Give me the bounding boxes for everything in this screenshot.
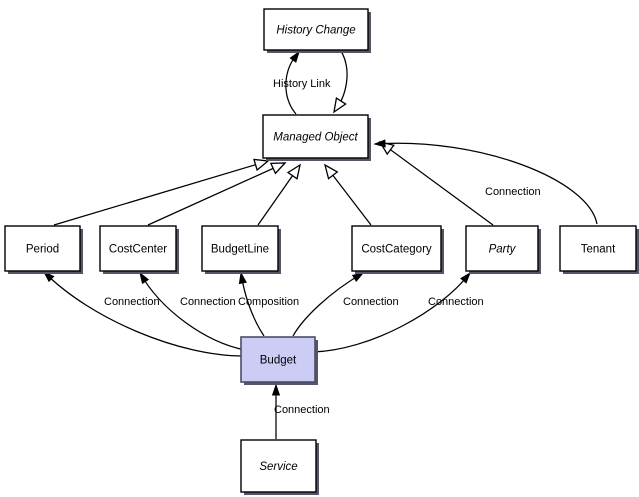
- edges-layer: [42, 50, 598, 439]
- edge-label: Composition: [238, 296, 299, 308]
- class-node-costcategory[interactable]: CostCategory: [351, 225, 444, 274]
- class-box[interactable]: [262, 114, 369, 159]
- class-box[interactable]: [4, 225, 81, 272]
- class-box[interactable]: [99, 225, 177, 272]
- generalization-arrowhead-icon: [269, 162, 287, 175]
- edge-party-to-managed-object: [379, 141, 494, 226]
- edge-label: Connection: [428, 296, 484, 308]
- class-node-tenant[interactable]: Tenant: [559, 225, 639, 274]
- class-name-label: History Change: [276, 25, 355, 37]
- class-name-label: CostCenter: [109, 244, 167, 256]
- class-node-party[interactable]: Party: [465, 225, 541, 274]
- class-box[interactable]: [201, 225, 279, 272]
- class-name-label: Party: [489, 244, 517, 256]
- generalization-arrowhead-icon: [253, 158, 270, 172]
- edge-label: History Link: [273, 78, 331, 90]
- edge-budget-to-costcategory: [292, 272, 364, 337]
- class-box[interactable]: [240, 336, 316, 383]
- class-node-period[interactable]: Period: [4, 225, 83, 274]
- edge-label: Connection: [274, 404, 330, 416]
- generalization-arrowhead-icon: [323, 163, 339, 180]
- class-box[interactable]: [240, 439, 317, 493]
- class-node-costcenter[interactable]: CostCenter: [99, 225, 179, 274]
- class-name-label: Managed Object: [273, 132, 358, 144]
- class-box[interactable]: [351, 225, 442, 272]
- association-arrowhead-icon: [238, 271, 247, 285]
- association-arrowhead-icon: [373, 139, 386, 148]
- association-arrowhead-icon: [460, 271, 472, 284]
- generalization-arrowhead-icon: [333, 97, 347, 114]
- edge-budget-to-period: [43, 271, 244, 357]
- class-node-history-change[interactable]: History Change: [263, 8, 371, 53]
- edge-label: Connection: [104, 296, 160, 308]
- class-box[interactable]: [465, 225, 539, 272]
- edge-period-to-managed-object: [53, 160, 269, 226]
- class-name-label: BudgetLine: [211, 244, 269, 256]
- class-node-budget[interactable]: Budget: [240, 336, 318, 385]
- class-name-label: Service: [259, 461, 297, 473]
- generalization-arrowhead-icon: [286, 163, 301, 180]
- class-box[interactable]: [263, 8, 369, 51]
- association-arrowhead-icon: [139, 271, 150, 285]
- class-name-label: CostCategory: [361, 244, 432, 256]
- edge-label: Connection: [180, 296, 236, 308]
- class-name-label: Budget: [260, 355, 297, 367]
- edge-tenant-to-managed-object: [374, 142, 598, 225]
- class-node-managed-object[interactable]: Managed Object: [262, 114, 371, 161]
- class-name-label: Period: [26, 244, 59, 256]
- edge-costcenter-to-managed-object: [147, 162, 286, 226]
- edge-budget-to-party: [312, 272, 471, 353]
- association-arrowhead-icon: [289, 50, 300, 63]
- edge-label: Connection: [485, 186, 541, 198]
- edge-budget-to-costcenter: [139, 272, 246, 351]
- class-node-service[interactable]: Service: [240, 439, 319, 495]
- class-box[interactable]: [559, 225, 637, 272]
- association-arrowhead-icon: [271, 383, 281, 396]
- association-arrowhead-icon: [42, 270, 55, 283]
- association-arrowhead-icon: [351, 272, 365, 282]
- class-node-budgetline[interactable]: BudgetLine: [201, 225, 281, 274]
- edge-label: Connection: [343, 296, 399, 308]
- class-name-label: Tenant: [581, 244, 616, 256]
